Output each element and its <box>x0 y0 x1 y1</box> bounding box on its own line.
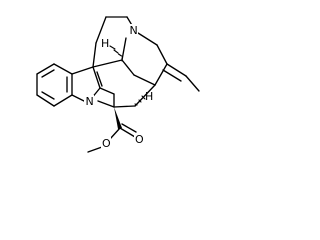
pyrrole-ring <box>71 66 103 102</box>
atom-labels: N N H H O O <box>84 24 153 150</box>
nitrogen-top-label: N <box>130 24 138 37</box>
stereo-bonds <box>109 45 146 129</box>
chemical-structure-diagram: N N H H O O <box>36 16 200 153</box>
hydrogen-bottom-label: H <box>145 90 153 103</box>
oxygen-ester-label: O <box>102 137 111 150</box>
n-bridge-bonds <box>97 93 136 108</box>
upper-ring-system <box>92 16 168 107</box>
hydrogen-top-label: H <box>101 37 109 50</box>
oxygen-carbonyl-label: O <box>135 133 144 146</box>
benzene-ring <box>36 63 73 107</box>
methyl-ester-group <box>87 123 137 153</box>
ethylidene-group <box>162 63 200 92</box>
nitrogen-indole-label: N <box>86 95 94 108</box>
